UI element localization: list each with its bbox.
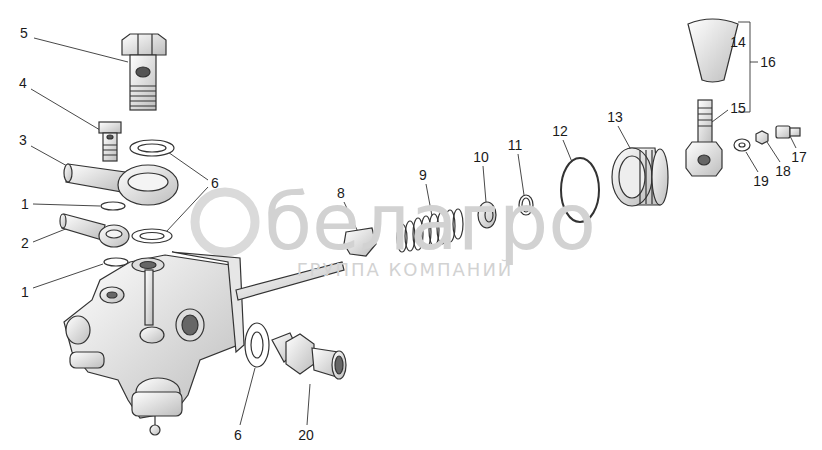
washer-hole <box>140 233 164 240</box>
washer <box>245 323 269 367</box>
banjo-fitting-small <box>60 214 129 247</box>
washer <box>734 139 750 151</box>
union-fitting <box>272 333 346 379</box>
callout-number: 2 <box>21 236 29 250</box>
callout-number: 4 <box>19 76 27 90</box>
valve-body <box>64 252 244 435</box>
washer-hole <box>138 144 166 152</box>
callout-number: 6 <box>211 176 219 190</box>
washer <box>132 229 172 243</box>
small-washer <box>101 202 125 210</box>
callout-number: 1 <box>21 285 29 299</box>
watermark-subtitle: ГРУППА КОМПАНИЙ <box>297 261 514 279</box>
callout-number: 19 <box>753 174 769 188</box>
washer-hole <box>251 332 263 358</box>
callout-number: 9 <box>419 168 427 182</box>
callout-number: 13 <box>607 110 623 124</box>
watermark-logo <box>195 192 255 252</box>
callout-number: 20 <box>298 428 314 442</box>
watermark-logo-text: белагро <box>264 183 596 261</box>
leader-lines <box>31 22 796 425</box>
callout-number: 6 <box>234 428 242 442</box>
callout-number: 11 <box>508 138 523 152</box>
handle-knob <box>688 19 738 82</box>
washer <box>130 140 174 156</box>
handle-lever <box>686 100 722 176</box>
valve-cap <box>612 148 668 206</box>
banjo-bolt <box>122 34 166 110</box>
callout-number: 5 <box>20 26 28 40</box>
callout-number: 3 <box>19 133 27 147</box>
callout-number: 14 <box>730 35 746 49</box>
washer-hole <box>739 143 745 147</box>
callout-number: 15 <box>730 101 746 115</box>
callout-number: 18 <box>775 164 791 178</box>
callout-number: 16 <box>760 55 776 69</box>
callout-number: 12 <box>552 124 568 138</box>
callout-number: 10 <box>473 150 489 164</box>
nut <box>756 131 768 144</box>
callout-number: 17 <box>791 150 807 164</box>
screw <box>776 126 800 138</box>
callout-number: 1 <box>21 197 29 211</box>
banjo-fitting-large <box>64 164 178 205</box>
small-bolt <box>99 122 121 161</box>
